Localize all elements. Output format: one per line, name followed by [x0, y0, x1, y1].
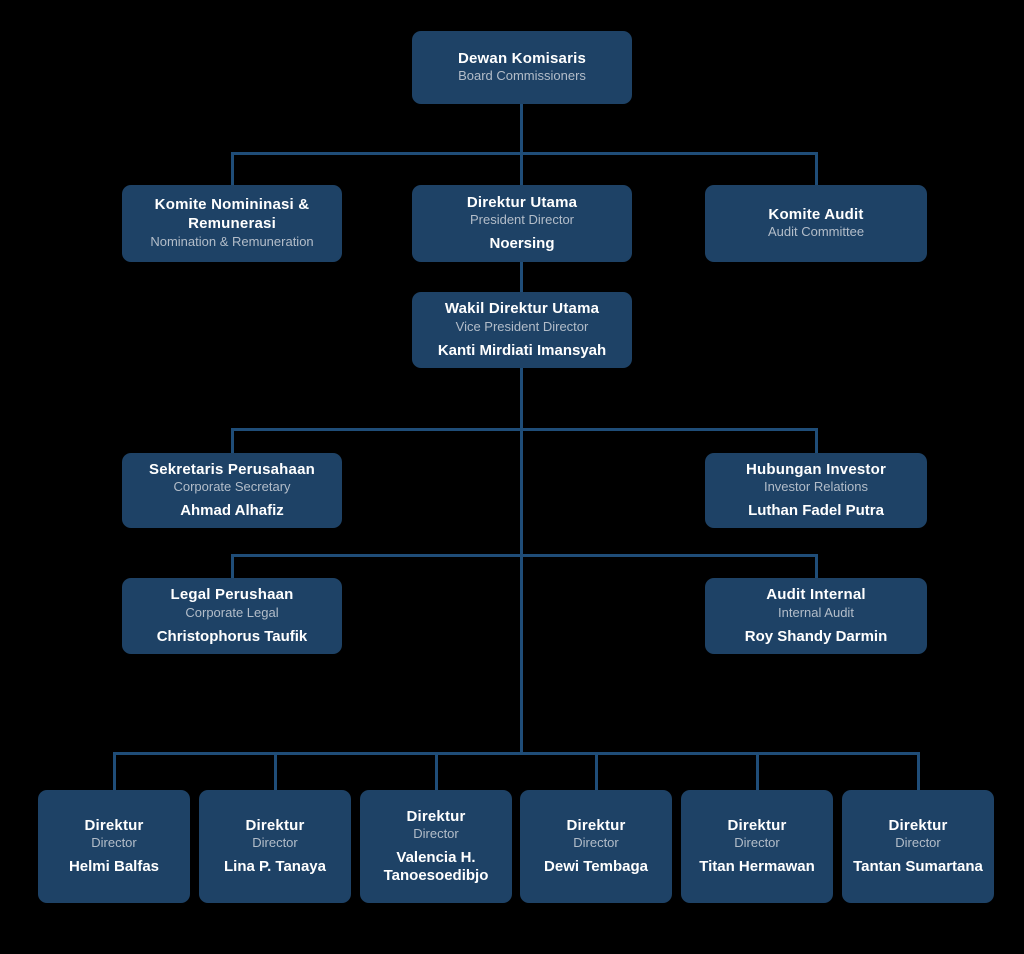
connector-drop-internal-audit — [815, 554, 818, 578]
node-person: Tantan Sumartana — [853, 858, 983, 876]
node-subtitle: Corporate Secretary — [173, 479, 291, 495]
node-title: Direktur — [566, 816, 626, 834]
node-title: Legal Perushaan — [170, 586, 294, 604]
org-node-direktur-lina-p-tanaya: Direktur Director Lina P. Tanaya — [199, 790, 351, 903]
node-subtitle: Director — [413, 826, 459, 842]
node-title: Hubungan Investor — [745, 460, 887, 478]
node-subtitle: Vice President Director — [455, 318, 589, 334]
connector-drop-direktur-5 — [756, 752, 759, 790]
connector-row2-horizontal — [231, 152, 818, 155]
connector-row5-horizontal — [231, 554, 818, 557]
node-title: Wakil Direktur Utama — [444, 300, 600, 318]
node-title: Direktur — [245, 816, 305, 834]
org-node-audit-internal: Audit Internal Internal Audit Roy Shandy… — [705, 578, 927, 654]
node-subtitle: Director — [734, 835, 780, 851]
node-title: Komite Nomininasi & Remunerasi — [154, 196, 310, 233]
node-person: Kanti Mirdiati Imansyah — [437, 341, 607, 359]
node-person: Noersing — [489, 235, 555, 253]
org-node-direktur-dewi-tembaga: Direktur Director Dewi Tembaga — [520, 790, 672, 903]
org-node-direktur-valencia-h-tanoesoedibjo: Direktur Director Valencia H. Tanoesoedi… — [360, 790, 512, 903]
node-person: Ahmad Alhafiz — [180, 502, 284, 520]
node-person: Christophorus Taufik — [156, 627, 308, 645]
node-person: Lina P. Tanaya — [224, 858, 326, 876]
org-node-legal-perushaan: Legal Perushaan Corporate Legal Christop… — [122, 578, 342, 654]
node-subtitle: Corporate Legal — [185, 604, 279, 620]
org-node-direktur-tantan-sumartana: Direktur Director Tantan Sumartana — [842, 790, 994, 903]
node-person: Valencia H. Tanoesoedibjo — [383, 849, 489, 885]
node-subtitle: President Director — [469, 212, 575, 228]
connector-row4-horizontal — [231, 428, 818, 431]
org-node-dewan-komisaris: Dewan Komisaris Board Commissioners — [412, 31, 632, 104]
node-subtitle: Director — [895, 835, 941, 851]
connector-drop-komite-audit — [815, 152, 818, 185]
node-subtitle: Nomination & Remuneration — [150, 233, 314, 249]
connector-drop-direktur-2 — [274, 752, 277, 790]
org-node-direktur-helmi-balfas: Direktur Director Helmi Balfas — [38, 790, 190, 903]
org-node-direktur-utama: Direktur Utama President Director Noersi… — [412, 185, 632, 262]
connector-drop-investor — [815, 428, 818, 453]
node-title: Sekretaris Perusahaan — [149, 460, 315, 478]
node-title: Dewan Komisaris — [457, 49, 587, 67]
connector-drop-nomination — [231, 152, 234, 185]
node-title: Direktur — [406, 807, 466, 825]
node-person: Helmi Balfas — [68, 858, 160, 876]
connector-drop-direktur-1 — [113, 752, 116, 790]
node-subtitle: Board Commissioners — [458, 68, 586, 84]
connector-board-to-row2 — [520, 104, 523, 152]
node-title: Direktur Utama — [466, 193, 578, 211]
org-node-direktur-titan-hermawan: Direktur Director Titan Hermawan — [681, 790, 833, 903]
org-node-sekretaris-perusahaan: Sekretaris Perusahaan Corporate Secretar… — [122, 453, 342, 528]
node-title: Direktur — [727, 816, 787, 834]
connector-row6-horizontal — [113, 752, 920, 755]
connector-drop-corpsec — [231, 428, 234, 453]
node-subtitle: Director — [573, 835, 619, 851]
node-title: Audit Internal — [766, 586, 866, 604]
node-title: Direktur — [84, 816, 144, 834]
node-subtitle: Director — [252, 835, 298, 851]
node-title: Komite Audit — [768, 205, 864, 223]
node-subtitle: Audit Committee — [767, 224, 865, 240]
node-subtitle: Director — [91, 835, 137, 851]
connector-drop-direktur-4 — [595, 752, 598, 790]
org-node-komite-nominasi: Komite Nomininasi & Remunerasi Nominatio… — [122, 185, 342, 262]
node-title: Direktur — [888, 816, 948, 834]
connector-president-to-vp — [520, 262, 523, 292]
org-node-hubungan-investor: Hubungan Investor Investor Relations Lut… — [705, 453, 927, 528]
node-subtitle: Investor Relations — [763, 479, 869, 495]
connector-drop-legal — [231, 554, 234, 578]
node-person: Roy Shandy Darmin — [744, 627, 888, 645]
node-person: Luthan Fadel Putra — [748, 502, 884, 520]
connector-drop-direktur-6 — [917, 752, 920, 790]
connector-drop-president — [520, 152, 523, 185]
connector-drop-direktur-3 — [435, 752, 438, 790]
connector-vp-spine — [520, 368, 523, 755]
org-node-komite-audit: Komite Audit Audit Committee — [705, 185, 927, 262]
org-node-wakil-direktur-utama: Wakil Direktur Utama Vice President Dire… — [412, 292, 632, 368]
node-person: Titan Hermawan — [699, 858, 815, 876]
node-person: Dewi Tembaga — [544, 858, 648, 876]
node-subtitle: Internal Audit — [778, 604, 854, 620]
